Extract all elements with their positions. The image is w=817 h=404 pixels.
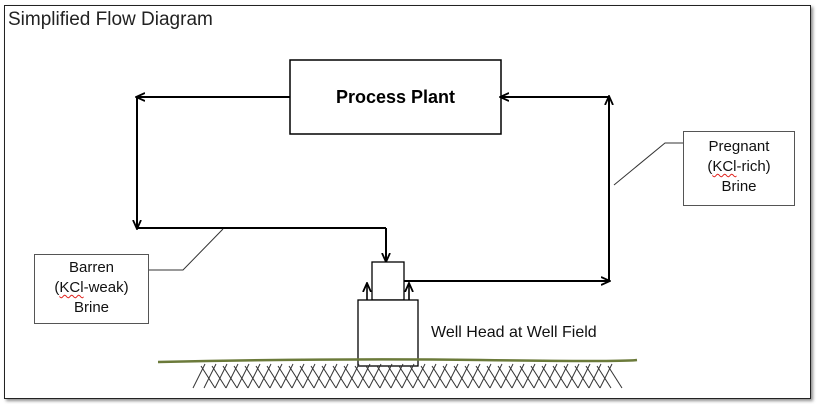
barren-line-2: (KCl-weak) [34,278,149,298]
ground-hatching [193,364,622,388]
pregnant-line-3: Brine [683,177,795,197]
barren-brine-callout: Barren (KCl-weak) Brine [34,254,149,324]
well-head-base [358,300,418,366]
pregnant-callout-line [614,143,683,185]
well-head-cap [372,262,404,300]
barren-line-2-rest: -weak) [84,279,129,296]
barren-line-1: Barren [34,258,149,278]
barren-callout-line [149,229,223,270]
barren-kcl: KCl [59,279,83,296]
pregnant-kcl: KCl [712,158,736,175]
well-head-label: Well Head at Well Field [431,324,597,342]
pregnant-line-2-rest: -rich) [737,158,771,175]
process-plant-label: Process Plant [290,60,501,134]
barren-line-3: Brine [34,298,149,318]
pregnant-line-2: (KCl-rich) [683,157,795,177]
pregnant-brine-callout: Pregnant (KCl-rich) Brine [683,131,795,206]
pregnant-line-1: Pregnant [683,137,795,157]
